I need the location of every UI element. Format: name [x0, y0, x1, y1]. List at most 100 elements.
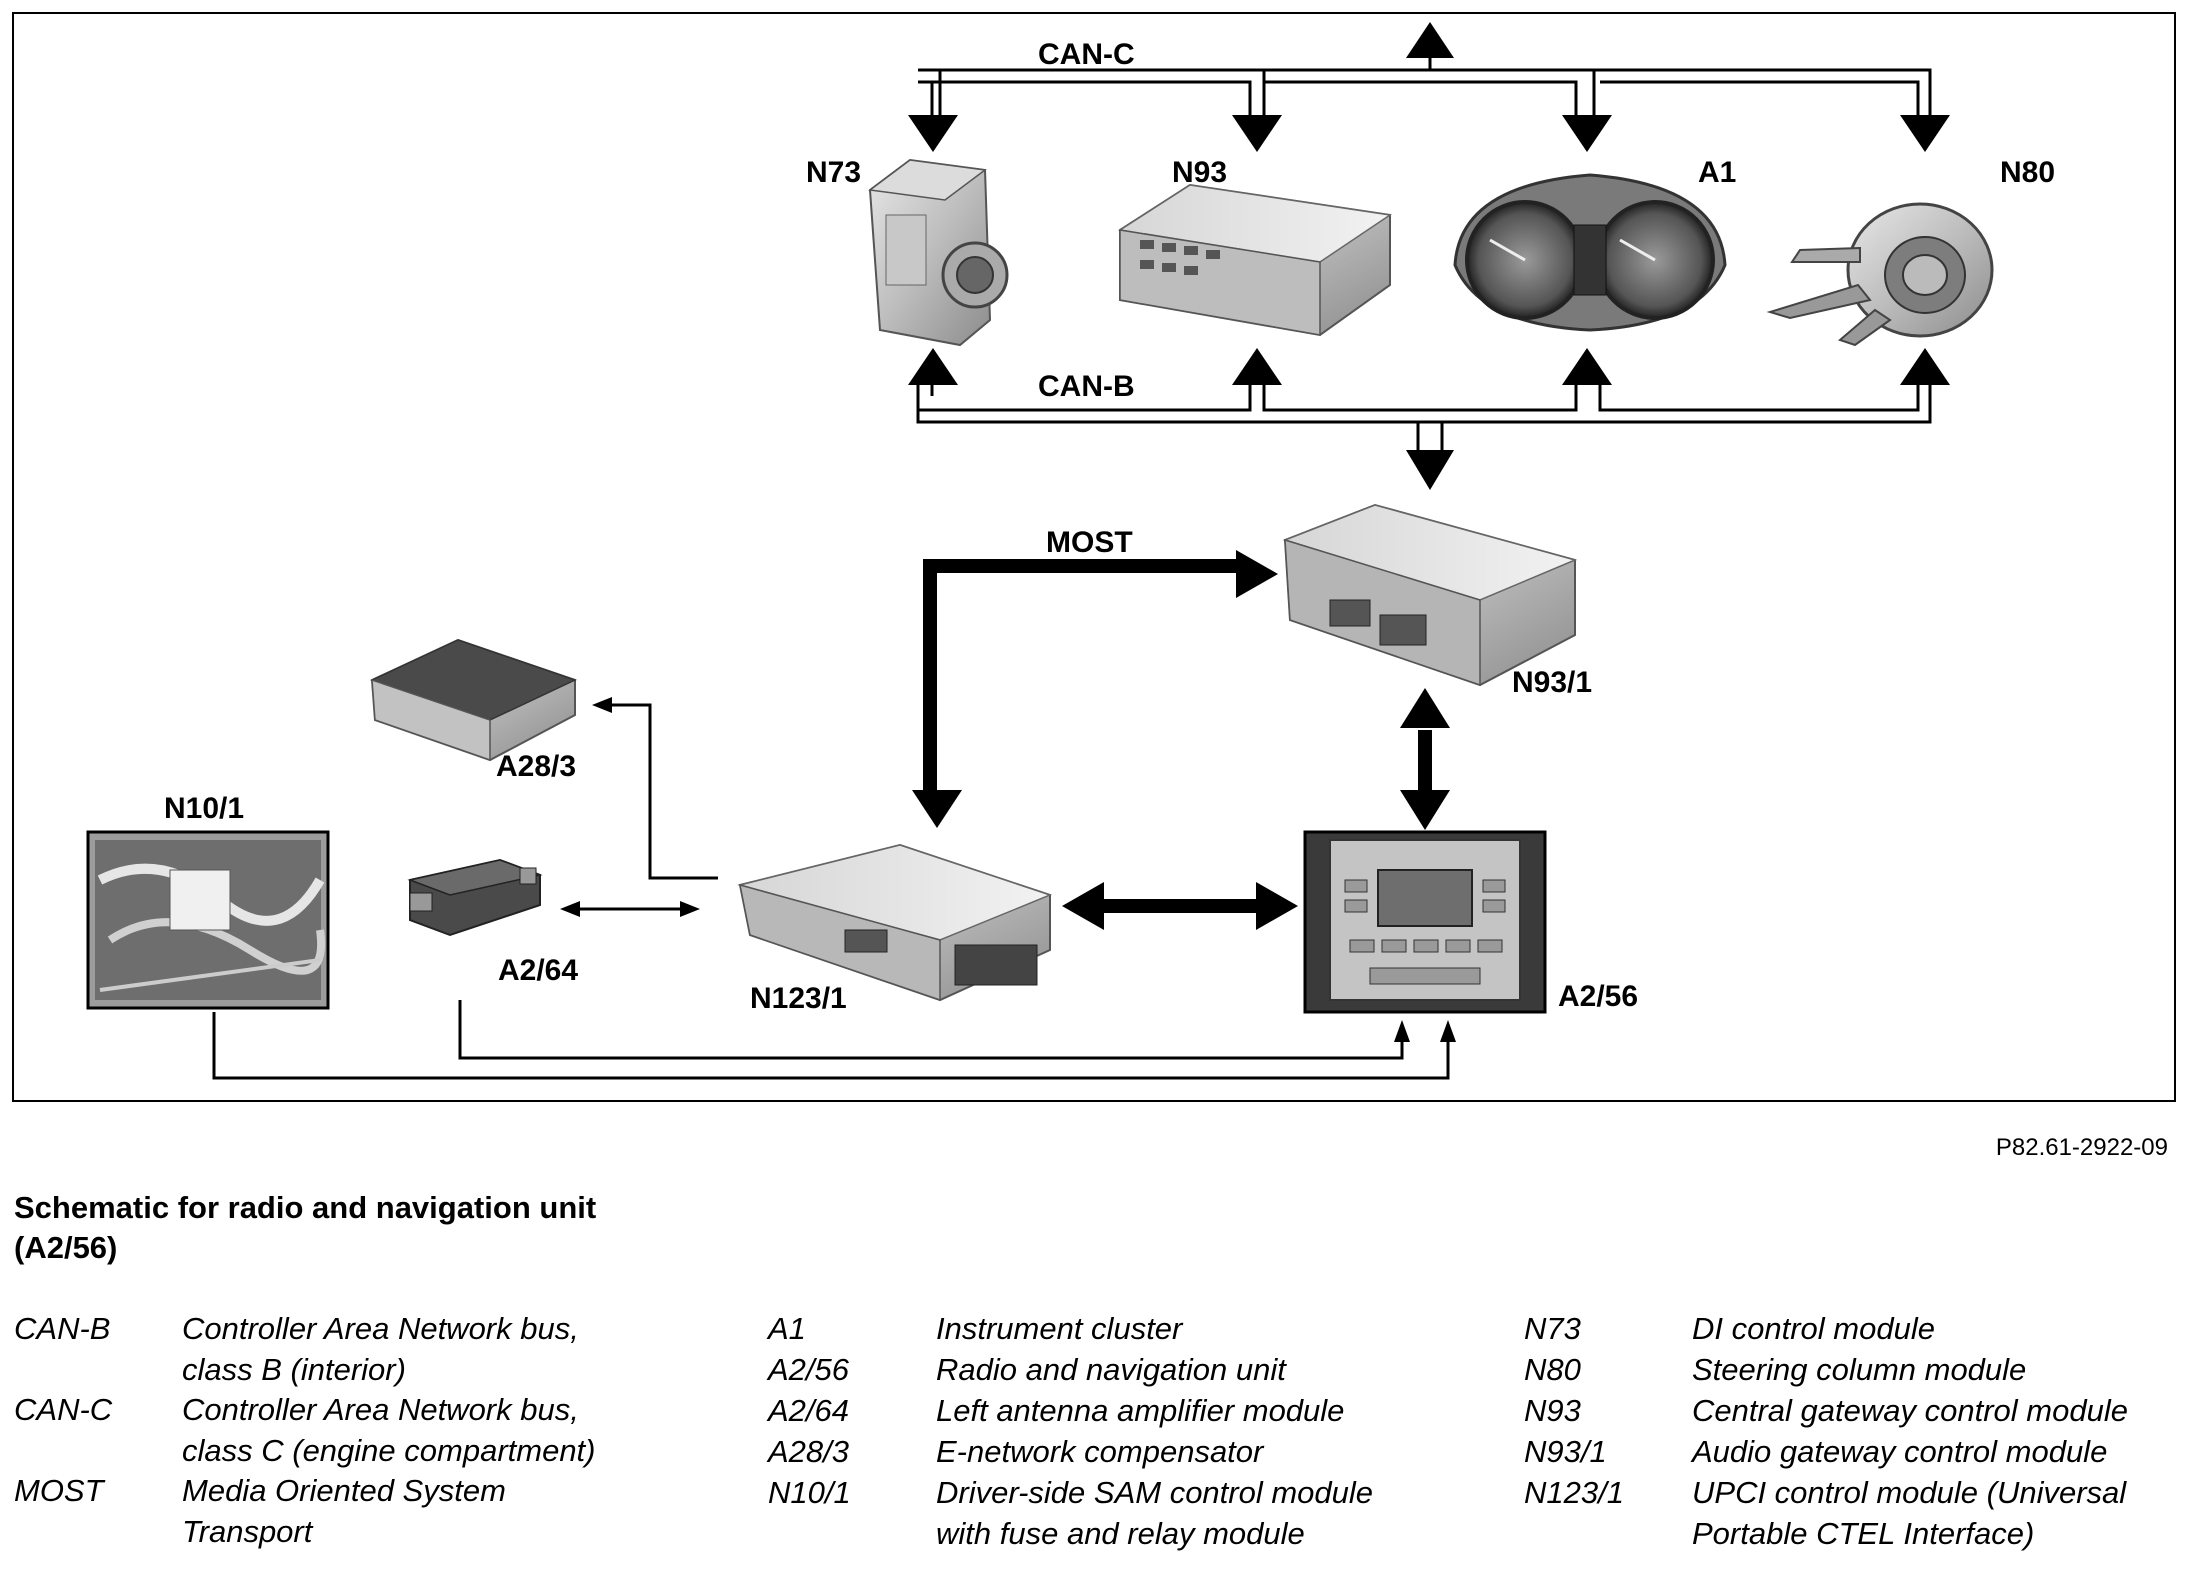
legend-desc: class B (interior)	[182, 1352, 406, 1387]
a1-cluster-image	[1453, 173, 1727, 332]
legend-desc: Audio gateway control module	[1692, 1434, 2108, 1469]
can-b-label: CAN-B	[1038, 370, 1135, 403]
arrow-up-a2-56-right	[1440, 1020, 1456, 1042]
arrow-up-n93-1-most	[1400, 688, 1450, 728]
can-b-bus	[916, 385, 1932, 450]
arrow-left-n123-1	[1062, 882, 1104, 930]
legend-entry: A2/56 Radio and navigation unit	[768, 1349, 1373, 1390]
legend-code: A2/64	[768, 1393, 850, 1428]
a1-label: A1	[1698, 156, 1736, 189]
legend-desc: Instrument cluster	[936, 1311, 1183, 1346]
arrow-left-a28-3	[592, 697, 612, 713]
legend-entry: CAN-C Controller Area Network bus, class …	[14, 1389, 596, 1471]
legend-desc: DI control module	[1692, 1311, 1935, 1346]
n93-module-image	[1117, 183, 1393, 337]
arrow-up-can-c-gateway	[1406, 22, 1454, 58]
caption-title-line2: (A2/56)	[14, 1230, 118, 1265]
n123-1-label: N123/1	[750, 982, 847, 1015]
n93-1-label: N93/1	[1512, 666, 1592, 699]
can-c-arrowheads	[908, 22, 1950, 152]
arrow-down-n123-1	[912, 790, 962, 828]
legend-column-3: N73 DI control module N80 Steering colum…	[1524, 1308, 2128, 1554]
legend-desc: Media Oriented System	[182, 1473, 506, 1508]
legend-entry: A28/3 E-network compensator	[768, 1431, 1373, 1472]
can-b-arrowheads	[908, 348, 1950, 490]
arrow-up-n73	[908, 348, 958, 385]
a2-64-label: A2/64	[498, 954, 578, 987]
can-c-bus	[918, 58, 1932, 115]
arrow-up-n80	[1900, 348, 1950, 385]
analog-connections	[212, 703, 1450, 1080]
analog-arrowheads	[560, 697, 1456, 1042]
legend-code: MOST	[14, 1473, 104, 1508]
legend-entry: A1 Instrument cluster	[768, 1308, 1373, 1349]
n10-1-module-image	[86, 830, 330, 1010]
legend-code: N80	[1524, 1352, 1581, 1387]
legend-desc: UPCI control module (Universal	[1692, 1475, 2127, 1510]
arrow-right-a2-56	[1256, 882, 1298, 930]
legend-code: N93/1	[1524, 1434, 1607, 1469]
caption-title-line1: Schematic for radio and navigation unit	[14, 1190, 597, 1225]
legend-code: A2/56	[768, 1352, 850, 1387]
a28-3-label: A28/3	[496, 750, 576, 783]
a2-56-unit-image	[1303, 830, 1547, 1014]
legend-desc: with fuse and relay module	[936, 1516, 1305, 1551]
legend-entry: A2/64 Left antenna amplifier module	[768, 1390, 1373, 1431]
figure-reference-code: P82.61-2922-09	[1995, 1134, 2168, 1161]
legend-entry: N80 Steering column module	[1524, 1349, 2128, 1390]
can-c-label: CAN-C	[1038, 38, 1135, 71]
n93-label: N93	[1172, 156, 1227, 189]
legend-desc: Steering column module	[1692, 1352, 2027, 1387]
arrow-up-a1	[1562, 348, 1612, 385]
legend-code: CAN-C	[14, 1392, 113, 1427]
arrow-left-a2-64	[560, 901, 580, 917]
legend-code: N93	[1524, 1393, 1581, 1428]
legend-desc: E-network compensator	[936, 1434, 1264, 1469]
arrow-down-n93	[1232, 115, 1282, 152]
legend-entry: CAN-B Controller Area Network bus, class …	[14, 1308, 596, 1390]
most-bus	[912, 550, 1450, 930]
n123-1-module-image	[737, 843, 1053, 1002]
arrow-right-n93-1	[1236, 550, 1278, 598]
n73-module-image	[868, 158, 1009, 347]
arrow-down-a1	[1562, 115, 1612, 152]
legend-desc: Controller Area Network bus,	[182, 1392, 579, 1427]
legend-code: A28/3	[768, 1434, 850, 1469]
arrow-down-n80	[1900, 115, 1950, 152]
n10-1-label: N10/1	[164, 792, 244, 825]
legend-column-1: CAN-B Controller Area Network bus, class …	[14, 1308, 596, 1551]
legend-code: N73	[1524, 1311, 1581, 1346]
legend-entry: N10/1 Driver-side SAM control module with…	[768, 1472, 1373, 1554]
legend-desc: Radio and navigation unit	[936, 1352, 1286, 1387]
a2-56-label: A2/56	[1558, 980, 1638, 1013]
a28-3-module-image	[369, 638, 577, 762]
arrow-right-n123-1	[680, 901, 700, 917]
caption-title: Schematic for radio and navigation unit …	[14, 1188, 694, 1268]
legend-desc: Left antenna amplifier module	[936, 1393, 1345, 1428]
legend-desc: Driver-side SAM control module	[936, 1475, 1374, 1510]
legend-code: N123/1	[1524, 1475, 1624, 1510]
arrow-down-a2-56	[1400, 790, 1450, 830]
a2-64-module-image	[407, 858, 543, 937]
legend-entry: N73 DI control module	[1524, 1308, 2128, 1349]
n80-module-image	[1766, 202, 1994, 347]
most-label: MOST	[1046, 526, 1133, 559]
legend-entry: N93 Central gateway control module	[1524, 1390, 2128, 1431]
arrow-down-n73	[908, 115, 958, 152]
legend-desc: Transport	[182, 1514, 313, 1549]
network-schematic: CAN-C CAN-B MOST	[86, 22, 2055, 1080]
legend-desc: Portable CTEL Interface)	[1692, 1516, 2035, 1551]
legend-code: CAN-B	[14, 1311, 111, 1346]
legend-desc: Controller Area Network bus,	[182, 1311, 579, 1346]
n93-1-module-image	[1282, 503, 1578, 687]
legend-code: N10/1	[768, 1475, 851, 1510]
legend-code: A1	[768, 1311, 806, 1346]
arrow-down-n93-1	[1406, 450, 1454, 490]
legend-desc: Central gateway control module	[1692, 1393, 2128, 1428]
n73-label: N73	[806, 156, 861, 189]
arrow-up-a2-56-left	[1394, 1020, 1410, 1042]
legend-desc: class C (engine compartment)	[182, 1433, 596, 1468]
diagram-frame	[12, 12, 2176, 1102]
